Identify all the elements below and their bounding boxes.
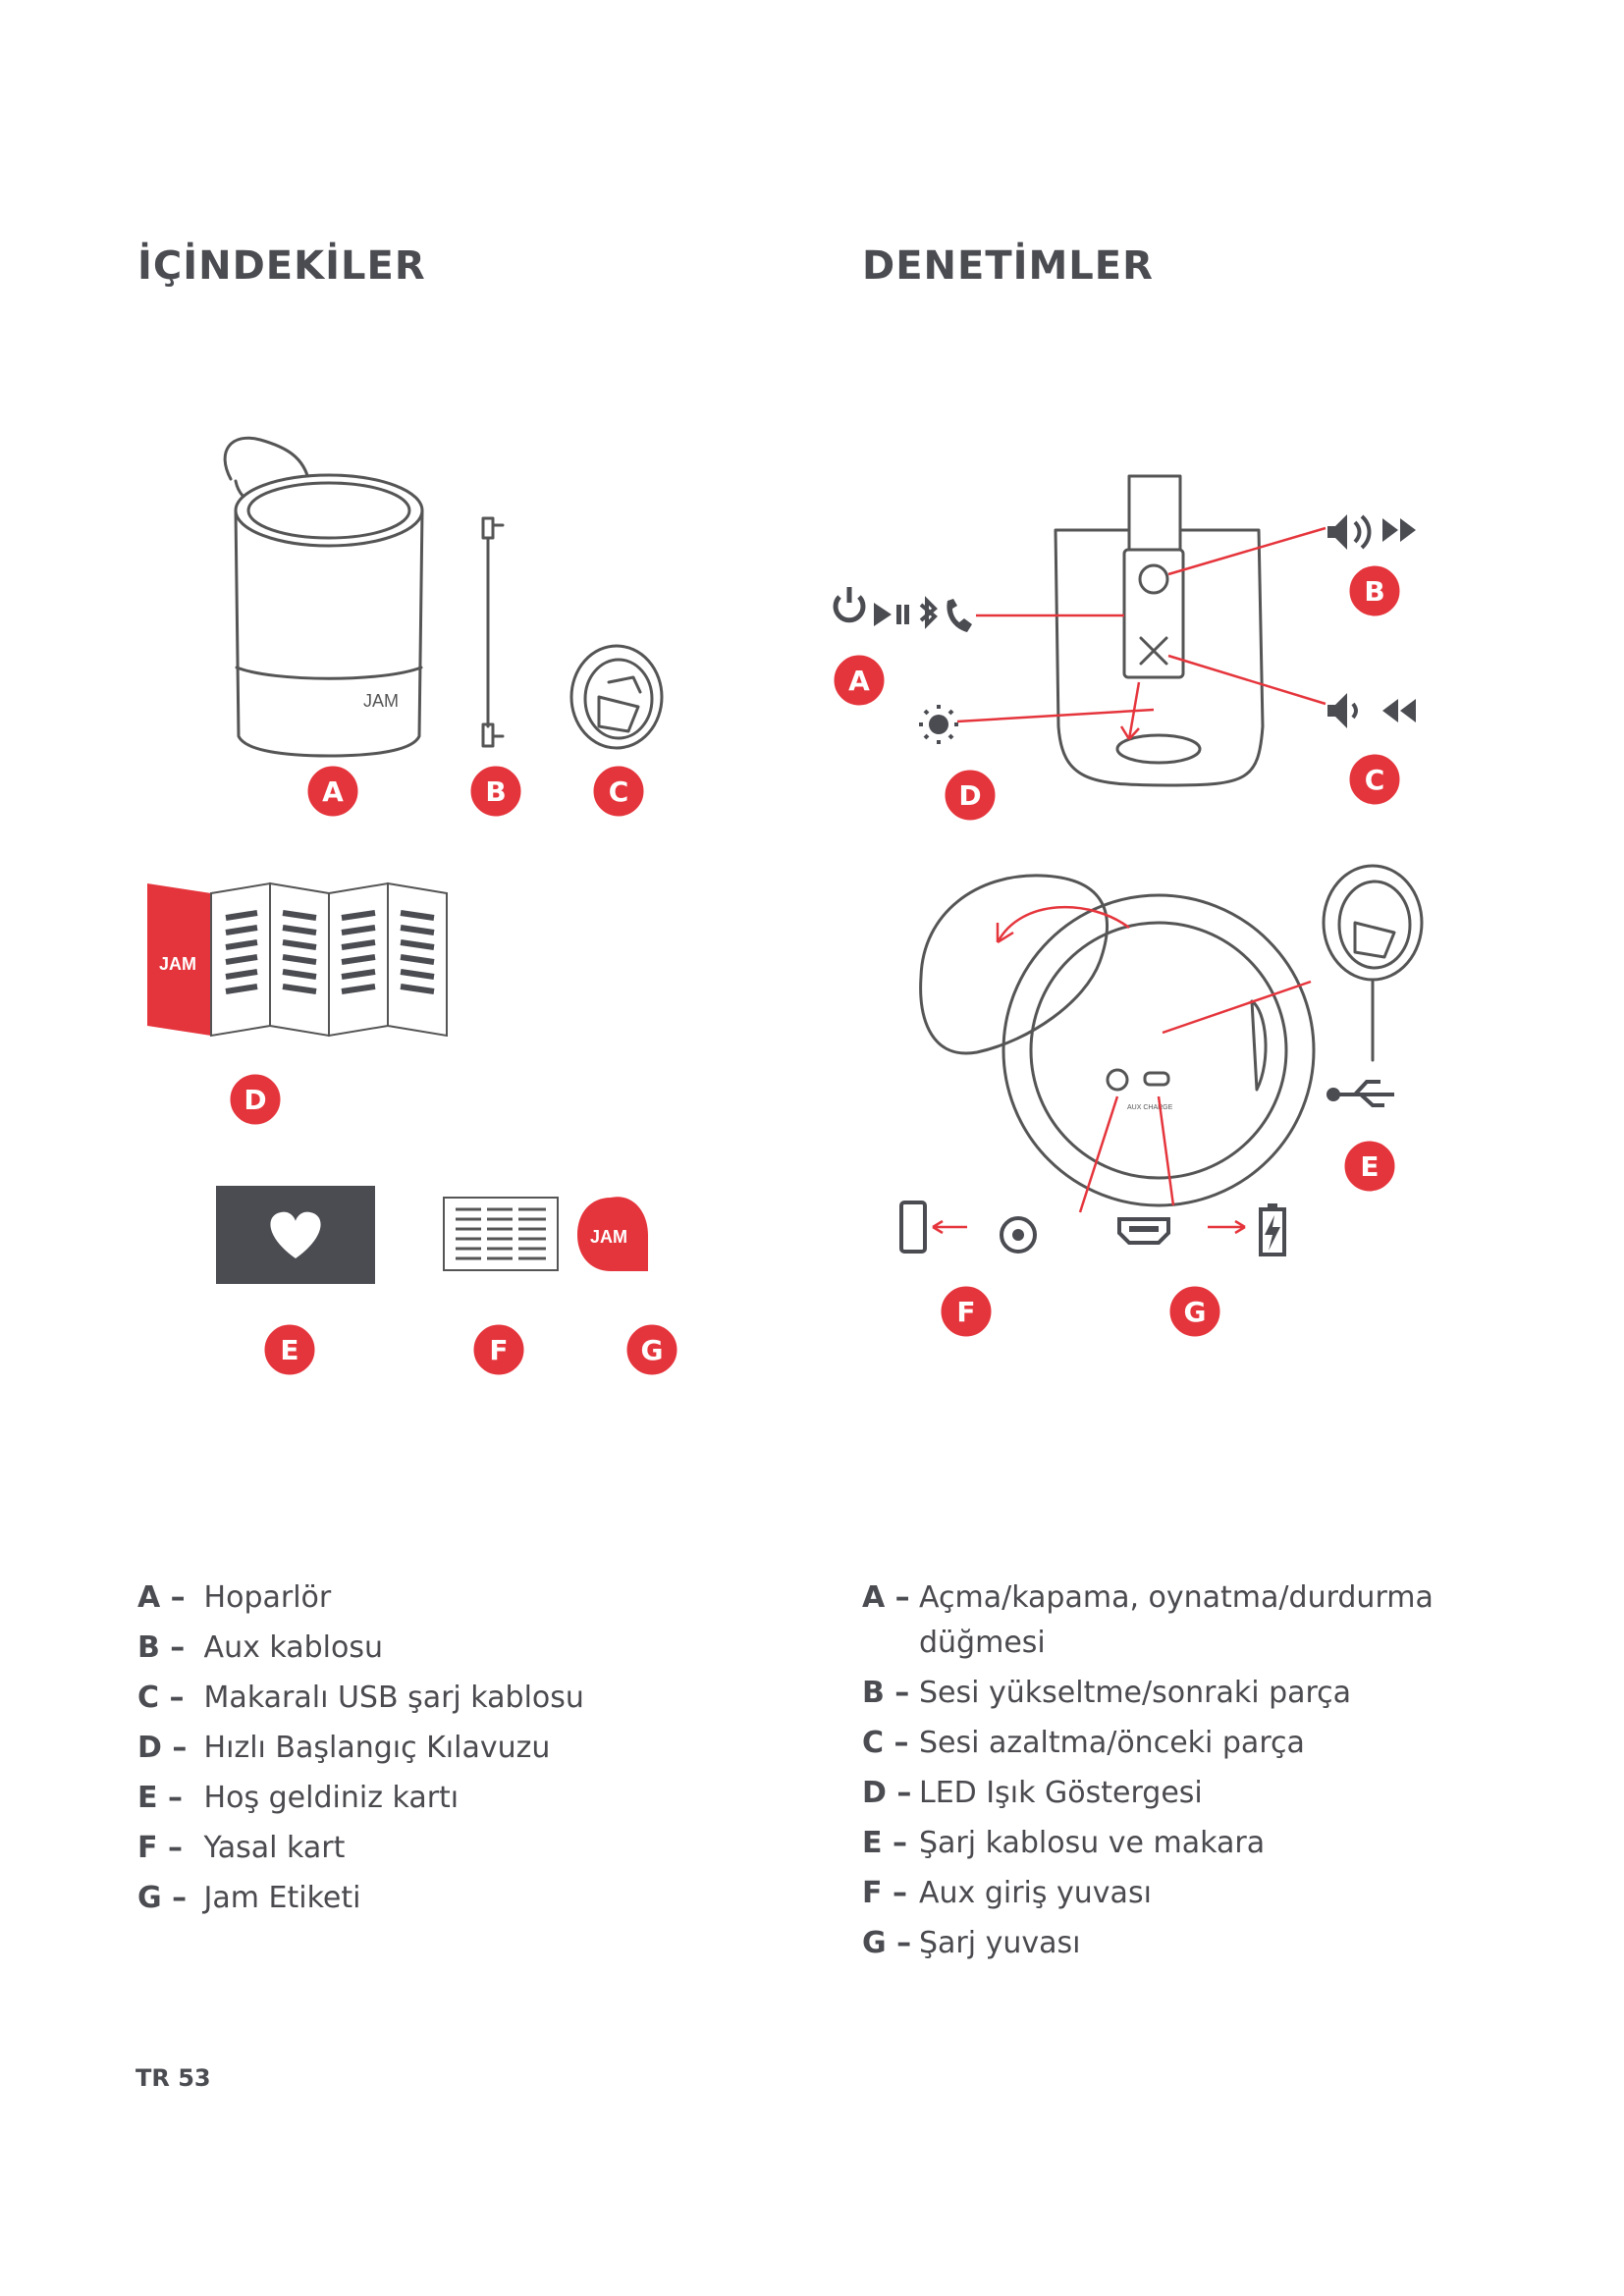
callout-f: F	[938, 1283, 995, 1340]
page-number: TR 53	[135, 2064, 211, 2092]
svg-text:G: G	[1184, 1296, 1207, 1328]
speaker-bottom-inner	[1029, 921, 1288, 1180]
guide-brand-text: JAM	[159, 954, 196, 974]
volume-up-icon	[1327, 514, 1372, 550]
usb-icon	[1326, 1080, 1394, 1107]
usb-reel	[1322, 864, 1424, 982]
power-icon	[833, 587, 866, 623]
legal-card-illustration	[443, 1197, 559, 1271]
led-sun-icon	[919, 705, 958, 744]
callout-d: D	[942, 767, 999, 824]
callout-f: F	[470, 1321, 527, 1378]
list-item: C – Makaralı USB şarj kablosu	[137, 1681, 584, 1715]
speaker-base-detail	[1115, 733, 1202, 765]
svg-text:C: C	[609, 775, 629, 808]
quick-start-guide-illustration: JAM	[147, 881, 448, 1038]
charge-port	[1143, 1071, 1170, 1087]
play-pause-icon	[874, 603, 892, 626]
volume-down-icon	[1327, 693, 1358, 728]
speaker-brand-text: JAM	[363, 691, 399, 711]
callout-a: A	[831, 652, 888, 709]
list-item: E – Hoş geldiniz kartı	[137, 1781, 460, 1815]
svg-text:D: D	[244, 1084, 266, 1116]
speaker-lid	[919, 874, 1109, 1055]
contents-illustration: JAM JAM	[137, 412, 884, 1394]
svg-text:F: F	[956, 1296, 975, 1328]
svg-text:F: F	[489, 1334, 508, 1366]
contents-heading: İÇİNDEKİLER	[137, 243, 426, 289]
callout-c: C	[1346, 751, 1403, 808]
controls-diagram: AUX CHARGE	[831, 474, 1424, 1340]
callout-a: A	[304, 763, 361, 820]
callout-e: E	[261, 1321, 318, 1378]
port-label: AUX CHARGE	[1127, 1104, 1173, 1111]
speaker-illustration: JAM	[223, 436, 424, 758]
svg-text:B: B	[1364, 575, 1384, 608]
svg-text:D: D	[958, 779, 981, 812]
callout-c: C	[590, 763, 647, 820]
list-item: A – Hoparlör	[137, 1580, 332, 1615]
controls-list: A –Açma/kapama, oynatma/durdurma düğmesi…	[862, 1575, 1471, 1971]
list-item: F – Yasal kart	[137, 1831, 346, 1865]
list-item: D – Hızlı Başlangıç Kılavuzu	[137, 1731, 551, 1765]
list-item: E –Şarj kablosu ve makara	[862, 1826, 1266, 1860]
list-item: A –Açma/kapama, oynatma/durdurma düğmesi	[862, 1580, 1434, 1660]
micro-usb-port-icon	[1117, 1217, 1170, 1245]
aux-port	[1106, 1068, 1129, 1092]
cable-clip	[1250, 999, 1268, 1092]
aux-jack-icon	[1000, 1216, 1037, 1254]
callout-b: B	[467, 763, 524, 820]
callout-g: G	[1166, 1283, 1223, 1340]
svg-text:E: E	[280, 1334, 298, 1366]
svg-text:A: A	[322, 775, 344, 808]
svg-text:E: E	[1360, 1150, 1379, 1183]
phone-icon	[947, 599, 972, 632]
callout-g: G	[623, 1321, 680, 1378]
smartphone-icon	[899, 1201, 927, 1254]
fast-forward-icon	[1382, 518, 1416, 542]
battery-charge-icon	[1259, 1203, 1286, 1256]
jam-sticker-illustration: JAM	[577, 1197, 648, 1271]
list-item: C –Sesi azaltma/önceki parça	[862, 1726, 1305, 1760]
list-item: B –Sesi yükseltme/sonraki parça	[862, 1676, 1352, 1710]
speaker-side-view	[1054, 528, 1265, 787]
volume-down-button	[1139, 636, 1168, 666]
list-item: F –Aux giriş yuvası	[862, 1876, 1152, 1910]
sticker-brand-text: JAM	[590, 1227, 627, 1247]
svg-text:A: A	[848, 665, 870, 697]
svg-text:B: B	[485, 775, 506, 808]
aux-cable-illustration	[481, 516, 505, 748]
bluetooth-icon	[919, 596, 938, 629]
list-item: G –Şarj yuvası	[862, 1926, 1081, 1960]
contents-list: A – Hoparlör B – Aux kablosu C – Makaral…	[137, 1575, 584, 1926]
volume-up-button	[1138, 563, 1169, 595]
usb-reel-illustration	[569, 644, 664, 750]
heart-icon	[270, 1211, 321, 1258]
list-item: G – Jam Etiketi	[137, 1881, 361, 1915]
callout-e: E	[1341, 1138, 1398, 1195]
svg-text:G: G	[641, 1334, 664, 1366]
svg-text:C: C	[1365, 764, 1385, 796]
list-item: D –LED Işık Göstergesi	[862, 1776, 1203, 1810]
list-item: B – Aux kablosu	[137, 1630, 383, 1665]
rewind-icon	[1382, 699, 1416, 722]
welcome-card-illustration	[216, 1186, 375, 1284]
callout-b: B	[1346, 562, 1403, 619]
controls-heading: DENETİMLER	[862, 243, 1154, 289]
contents-diagram: JAM JAM	[147, 436, 680, 1378]
callout-d: D	[227, 1071, 284, 1128]
speaker-bottom-view	[1001, 893, 1316, 1207]
controls-illustration: AUX CHARGE	[805, 412, 1512, 1394]
